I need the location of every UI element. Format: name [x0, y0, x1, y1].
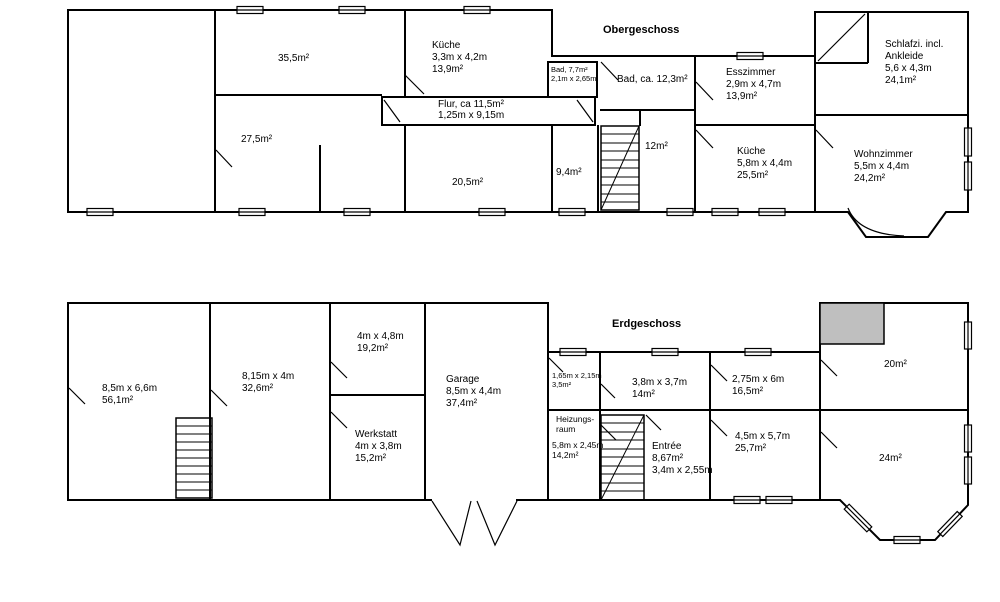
- room-label-og-wohnzimmer: Wohnzimmer 5,5m x 4,4m 24,2m²: [854, 149, 913, 185]
- label-line: Küche: [432, 40, 461, 51]
- room-label-eg-garage: Garage 8,5m x 4,4m 37,4m²: [446, 374, 501, 410]
- room-label-eg-heizungsraum: Heizungs- raum: [556, 414, 594, 434]
- label-line: 2,1m x 2,65m: [551, 74, 597, 83]
- og-outer-walls: [67, 9, 969, 238]
- room-label-eg-werkstatt: Werkstatt 4m x 3,8m 15,2m²: [355, 429, 402, 465]
- room-label-eg-14: 3,8m x 3,7m 14m²: [632, 377, 687, 401]
- og-windows: [86, 5, 973, 217]
- label-line: Flur, ca 11,5m²: [438, 99, 504, 110]
- room-label-og-94: 9,4m²: [556, 167, 582, 178]
- label-line: 13,9m²: [726, 91, 758, 102]
- room-label-eg-561: 8,5m x 6,6m 56,1m²: [102, 383, 157, 407]
- label-line: Ankleide: [885, 51, 924, 62]
- label-line: 32,6m²: [242, 383, 274, 394]
- label-line: 16,5m²: [732, 386, 764, 397]
- label-line: 15,2m²: [355, 453, 387, 464]
- label-line: 5,8m x 4,4m: [737, 158, 793, 169]
- label-line: 14m²: [632, 389, 655, 400]
- label-line: 5,6 x 4,3m: [885, 63, 932, 74]
- label-line: Entrée: [652, 441, 682, 452]
- label-line: 14,2m²: [552, 450, 579, 460]
- eg-garage-doors: [431, 500, 518, 547]
- eg-staircase-mid: [600, 414, 645, 501]
- label-line: 24,2m²: [854, 173, 886, 184]
- room-label-eg-24: 24m²: [879, 453, 902, 464]
- label-line: 56,1m²: [102, 395, 134, 406]
- label-line: 3,5m²: [552, 380, 572, 389]
- eg-interior-walls: [209, 303, 968, 500]
- room-label-og-205: 20,5m²: [452, 177, 484, 188]
- label-line: 3,4m x 2,55m: [652, 465, 713, 476]
- room-label-eg-heizungsraum-size: 5,8m x 2,45m 14,2m²: [552, 440, 604, 460]
- label-line: 8,5m x 6,6m: [102, 383, 158, 394]
- label-line: 4,5m x 5,7m: [735, 431, 791, 442]
- label-line: Heizungs-: [556, 414, 595, 424]
- og-door-swings: [215, 13, 905, 237]
- room-label-eg-20: 20m²: [884, 359, 907, 370]
- room-label-og-flur: Flur, ca 11,5m² 1,25m x 9,15m: [438, 99, 504, 121]
- room-label-og-275: 27,5m²: [241, 134, 273, 145]
- label-line: Wohnzimmer: [854, 149, 913, 160]
- eg-staircase-left: [175, 417, 213, 499]
- label-line: Garage: [446, 374, 480, 385]
- room-label-og-kueche-links: Küche 3,3m x 4,2m 13,9m²: [432, 40, 487, 76]
- label-line: 13,9m²: [432, 64, 464, 75]
- label-line: Schlafzi. incl.: [885, 39, 944, 50]
- label-line: 25,7m²: [735, 443, 767, 454]
- room-label-og-kueche-rechts: Küche 5,8m x 4,4m 25,5m²: [737, 146, 792, 182]
- og-interior-walls: [214, 10, 968, 212]
- room-label-og-esszimmer: Esszimmer 2,9m x 4,7m 13,9m²: [726, 67, 781, 103]
- label-line: 2,9m x 4,7m: [726, 79, 782, 90]
- label-line: 1,65m x 2,15m: [552, 371, 602, 380]
- label-line: Bad, 7,7m²: [551, 65, 588, 74]
- room-label-eg-257: 4,5m x 5,7m 25,7m²: [735, 431, 790, 455]
- room-label-eg-entree: Entrée 8,67m² 3,4m x 2,55m: [652, 441, 713, 477]
- room-label-eg-192: 4m x 4,8m 19,2m²: [357, 331, 404, 355]
- label-line: Werkstatt: [355, 429, 398, 440]
- label-line: 37,4m²: [446, 398, 478, 409]
- room-label-og-bad-gross: Bad, ca. 12,3m²: [617, 74, 688, 85]
- label-line: Esszimmer: [726, 67, 776, 78]
- label-line: 1,25m x 9,15m: [438, 110, 505, 121]
- label-line: 25,5m²: [737, 170, 769, 181]
- label-line: 4m x 3,8m: [355, 441, 402, 452]
- label-line: 3,8m x 3,7m: [632, 377, 688, 388]
- label-line: 2,75m x 6m: [732, 374, 785, 385]
- room-label-eg-35: 1,65m x 2,15m 3,5m²: [552, 371, 602, 389]
- label-line: 8,5m x 4,4m: [446, 386, 502, 397]
- label-line: 4m x 4,8m: [357, 331, 404, 342]
- room-label-og-schlafzimmer: Schlafzi. incl. Ankleide 5,6 x 4,3m 24,1…: [885, 39, 943, 87]
- room-label-eg-165: 2,75m x 6m 16,5m²: [732, 374, 784, 398]
- room-label-og-bad-klein: Bad, 7,7m² 2,1m x 2,65m: [551, 65, 596, 83]
- room-label-og-355: 35,5m²: [278, 53, 310, 64]
- eg-windows: [559, 321, 973, 545]
- label-line: 8,67m²: [652, 453, 684, 464]
- label-line: 24,1m²: [885, 75, 917, 86]
- label-line: Küche: [737, 146, 766, 157]
- og-bay-arc: [847, 207, 905, 237]
- upper-floor-title: Obergeschoss: [603, 24, 680, 36]
- label-line: 5,5m x 4,4m: [854, 161, 910, 172]
- room-label-eg-326: 8,15m x 4m 32,6m²: [242, 371, 294, 395]
- label-line: 8,15m x 4m: [242, 371, 295, 382]
- room-label-og-12: 12m²: [645, 141, 668, 152]
- ground-floor-title: Erdgeschoss: [612, 318, 682, 330]
- label-line: 19,2m²: [357, 343, 389, 354]
- label-line: 5,8m x 2,45m: [552, 440, 604, 450]
- eg-marked-area: [819, 302, 885, 345]
- label-line: 3,3m x 4,2m: [432, 52, 488, 63]
- og-staircase: [600, 125, 640, 211]
- label-line: raum: [556, 424, 576, 434]
